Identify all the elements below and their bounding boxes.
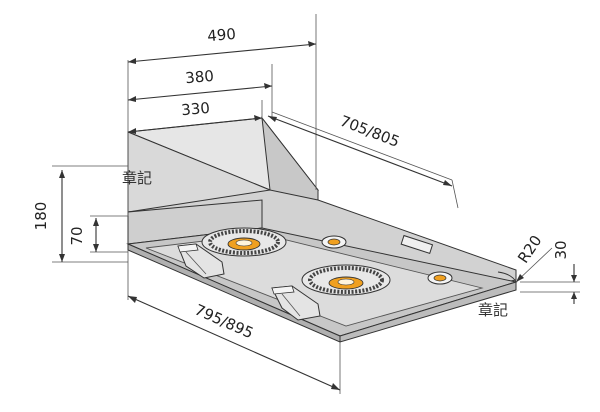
dim-70-label: 70 <box>68 226 86 245</box>
watermark-top: 章記 <box>122 169 152 187</box>
dim-180-label: 180 <box>32 202 50 231</box>
fan-intake-left <box>201 227 287 257</box>
fan-intake-right <box>301 264 391 296</box>
dim-radius-label: R20 <box>514 232 545 267</box>
back-box-side <box>261 116 319 201</box>
control-knob-left <box>321 235 347 249</box>
hood-body <box>126 116 518 343</box>
dimension-lines <box>52 14 580 394</box>
display-window <box>400 234 434 255</box>
watermark-bottom: 章記 <box>478 301 508 319</box>
dim-lip-label: 30 <box>552 240 570 259</box>
dim-length-label: 795/895 <box>192 301 256 343</box>
dim-380-label: 380 <box>185 67 215 87</box>
dim-depth-label: 705/805 <box>337 112 402 151</box>
oil-cup-right <box>271 285 321 321</box>
oil-cup-left <box>177 243 225 279</box>
dim-330-label: 330 <box>181 99 211 119</box>
hood-corner-edge <box>497 271 517 283</box>
dim-490-label: 490 <box>207 25 237 45</box>
control-knob-right <box>427 271 453 285</box>
